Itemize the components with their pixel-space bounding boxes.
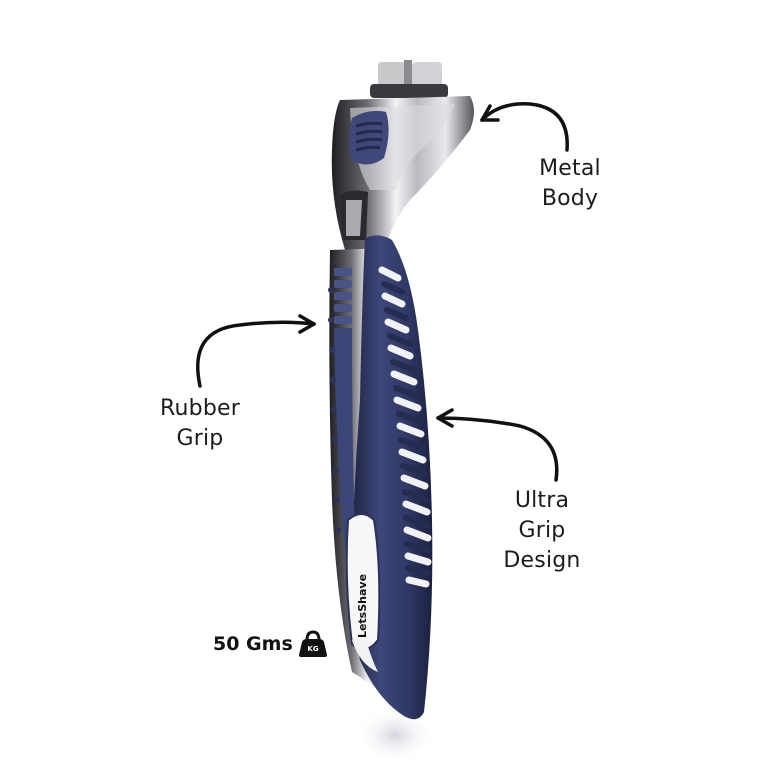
callout-ultra-grip: Ultra Grip Design <box>494 486 590 576</box>
callout-ultra-grip-line2: Grip <box>518 518 566 543</box>
floor-reflection <box>355 707 435 763</box>
weight-icon-text: KG <box>307 645 318 653</box>
brand-logo-text: LetsShave <box>356 574 369 638</box>
brand-badge: LetsShave <box>345 513 381 651</box>
callout-metal-body-line2: Body <box>541 186 599 211</box>
callout-rubber-grip-line1: Rubber <box>160 396 240 421</box>
left-grip-ridges <box>334 268 352 324</box>
side-dots <box>328 287 341 533</box>
kettlebell-weight-icon: KG <box>298 630 327 657</box>
callout-metal-body: Metal Body <box>530 154 610 214</box>
callout-rubber-grip-line2: Grip <box>176 426 224 451</box>
callout-rubber-grip: Rubber Grip <box>150 394 250 454</box>
ultra-grip-bars <box>378 266 432 588</box>
weight-indicator: 50 Gms KG <box>213 630 329 658</box>
head-rubber-pad <box>349 110 389 165</box>
weight-label: 50 Gms <box>213 633 293 655</box>
callout-ultra-grip-line1: Ultra <box>514 488 570 513</box>
grip-bar-shadows <box>381 281 431 576</box>
callout-metal-body-line1: Metal <box>539 156 601 181</box>
blade-cartridge <box>370 60 448 98</box>
callout-ultra-grip-line3: Design <box>503 548 581 573</box>
